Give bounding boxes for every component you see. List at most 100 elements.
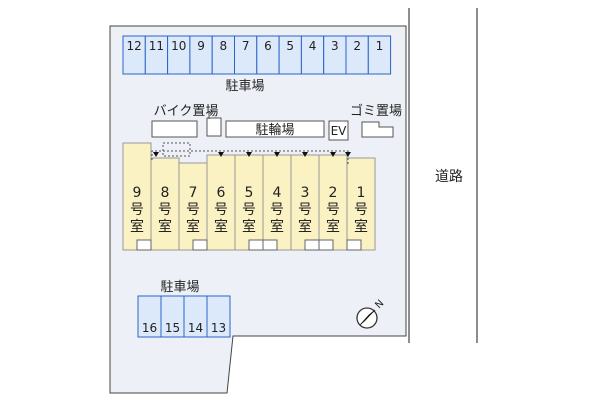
bike-parking-box — [151, 120, 198, 138]
bottom-parking-area: 16 15 14 13 — [137, 295, 231, 338]
entrance-triangle-icon — [218, 152, 224, 157]
room-number: 7 — [189, 185, 198, 201]
parking-space-5: 5 — [278, 35, 302, 75]
entrance-triangle-icon — [345, 152, 351, 157]
room-number: 9 — [133, 185, 142, 201]
parking-space-10: 10 — [167, 35, 191, 75]
ev-box — [328, 120, 349, 141]
parking-space-number: 3 — [331, 39, 339, 53]
room-number: 4 — [273, 185, 282, 201]
room-label-shitsu: 室 — [298, 218, 312, 235]
room-9: 9号室 — [122, 142, 152, 251]
room-label-shitsu: 室 — [242, 218, 256, 235]
trash-area-label: ゴミ置場 — [350, 103, 402, 119]
parking-space-number: 7 — [242, 39, 250, 53]
bike-parking-leader-line — [208, 112, 213, 119]
bottom-parking-label: 駐車場 — [160, 280, 199, 295]
parking-space-3: 3 — [323, 35, 347, 75]
room-number: 2 — [329, 185, 338, 201]
room-number: 6 — [217, 185, 226, 201]
bike-parking-small-box — [206, 117, 222, 137]
room-label-shitsu: 室 — [354, 218, 368, 235]
room-label-shitsu: 室 — [270, 218, 284, 235]
room-label-shitsu: 室 — [130, 218, 144, 235]
parking-space-16: 16 — [137, 295, 162, 338]
parking-space-2: 2 — [345, 35, 369, 75]
parking-space-12: 12 — [122, 35, 146, 75]
bike-parking-label: バイク置場 — [154, 104, 219, 119]
room-4: 4号室 — [262, 154, 292, 251]
room-number: 5 — [245, 185, 254, 201]
entrance-markers — [153, 152, 351, 157]
room-label-go: 号 — [326, 202, 340, 218]
parking-space-15: 15 — [160, 295, 185, 338]
bicycle-parking-label: 駐輪場 — [255, 122, 294, 138]
parking-space-4: 4 — [300, 35, 325, 75]
room-label-go: 号 — [158, 202, 172, 218]
room-number: 3 — [301, 185, 310, 201]
room-1: 1号室 — [346, 157, 376, 251]
top-parking-label: 駐車場 — [225, 79, 264, 94]
meter-box — [304, 239, 320, 251]
parking-space-8: 8 — [211, 35, 235, 75]
dashed-bike-spot — [162, 142, 191, 157]
room-label-shitsu: 室 — [158, 218, 172, 235]
parking-space-14: 14 — [183, 295, 208, 338]
parking-space-7: 7 — [234, 35, 258, 75]
room-label-go: 号 — [270, 202, 284, 218]
room-8: 8号室 — [150, 157, 180, 251]
entrance-triangle-icon — [153, 152, 159, 157]
bicycle-parking-box — [225, 120, 325, 138]
entrance-triangle-icon — [246, 152, 252, 157]
parking-space-number: 10 — [171, 39, 186, 53]
room-number: 8 — [161, 185, 170, 201]
room-label-go: 号 — [354, 202, 368, 218]
meter-box — [248, 239, 264, 251]
entrance-path-line — [151, 150, 349, 166]
parking-space-6: 6 — [256, 35, 280, 75]
room-label-go: 号 — [186, 202, 200, 218]
parking-space-number: 2 — [353, 39, 361, 53]
parking-space-9: 9 — [189, 35, 213, 75]
parking-space-number: 5 — [286, 39, 294, 53]
room-3: 3号室 — [290, 154, 320, 251]
meter-box — [262, 239, 278, 251]
room-label-shitsu: 室 — [214, 218, 228, 235]
meter-box — [192, 239, 208, 251]
parking-space-number: 12 — [127, 39, 142, 53]
parking-space-number: 8 — [220, 39, 228, 53]
parking-space-number: 15 — [165, 321, 180, 335]
ev-label: EV — [331, 124, 348, 138]
room-6: 6号室 — [206, 154, 236, 251]
room-label-shitsu: 室 — [186, 218, 200, 235]
parking-space-number: 16 — [142, 321, 157, 335]
room-7: 7号室 — [178, 162, 208, 251]
room-2: 2号室 — [318, 154, 348, 251]
meter-box — [318, 239, 334, 251]
parking-space-number: 6 — [264, 39, 272, 53]
parking-space-number: 14 — [188, 321, 203, 335]
parking-space-number: 4 — [309, 39, 317, 53]
parking-space-13: 13 — [206, 295, 231, 338]
meter-box — [346, 239, 362, 251]
trash-area-box — [361, 121, 394, 138]
room-5: 5号室 — [234, 154, 264, 251]
room-label-shitsu: 室 — [326, 218, 340, 235]
parking-space-number: 13 — [211, 321, 226, 335]
room-number: 1 — [357, 185, 366, 201]
entrance-triangle-icon — [274, 152, 280, 157]
room-label-go: 号 — [214, 202, 228, 218]
parking-space-number: 1 — [376, 39, 384, 53]
entrance-triangle-icon — [330, 152, 336, 157]
room-label-go: 号 — [298, 202, 312, 218]
entrance-triangle-icon — [302, 152, 308, 157]
parking-space-number: 9 — [197, 39, 205, 53]
meter-box — [136, 239, 152, 251]
room-label-go: 号 — [242, 202, 256, 218]
road-label: 道路 — [435, 169, 463, 185]
parking-space-number: 11 — [149, 39, 164, 53]
room-label-go: 号 — [130, 202, 144, 218]
